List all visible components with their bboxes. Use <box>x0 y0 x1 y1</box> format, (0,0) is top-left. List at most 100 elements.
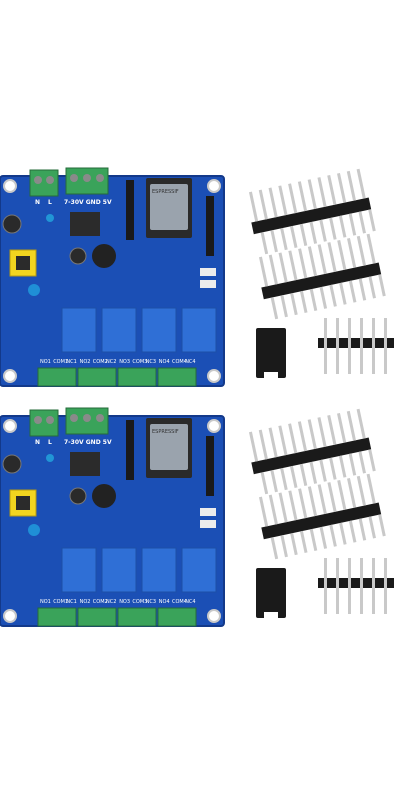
header-pin <box>348 213 357 236</box>
header-pin <box>346 410 356 441</box>
header-pin <box>356 475 366 506</box>
header-pin <box>278 425 288 456</box>
power-label-n: N <box>35 199 40 206</box>
status-led <box>200 268 216 276</box>
header-pin <box>298 248 308 279</box>
board-header-right <box>206 436 214 496</box>
capacitor-blue <box>28 284 40 296</box>
board-header-left <box>126 180 134 240</box>
header-pin <box>358 211 366 234</box>
mount-hole <box>207 419 221 433</box>
header-pin <box>338 455 347 478</box>
header-pin <box>336 318 339 374</box>
mount-hole <box>3 369 17 383</box>
relay-kit-1: N L 7-30V GND 5V ESPRESSIF <box>0 160 400 400</box>
output-label: NO4 <box>159 599 170 605</box>
capacitor-blue <box>28 524 40 536</box>
header-pin <box>348 280 357 303</box>
header-pin <box>348 318 351 374</box>
header-pin <box>309 461 318 484</box>
capacitor <box>69 247 87 265</box>
header-pin <box>348 520 357 543</box>
esp-module: ESPRESSIF <box>146 178 192 238</box>
header-pin <box>290 532 298 556</box>
power-label-l: L <box>48 199 52 206</box>
output-label: NC3 <box>146 599 156 605</box>
regulator-ic <box>70 452 100 476</box>
header-pin <box>280 535 288 558</box>
header-pin <box>280 295 288 318</box>
header-pin <box>309 221 318 244</box>
header-pin <box>307 419 317 450</box>
header-pin <box>290 292 298 316</box>
relay-4 <box>181 547 217 593</box>
output-label: NC4 <box>185 599 195 605</box>
header-pin <box>319 459 327 482</box>
header-pin <box>356 408 366 439</box>
header-pin <box>317 484 327 515</box>
header-pin <box>307 486 318 517</box>
mount-hole <box>3 609 17 623</box>
regulator-ic <box>70 212 100 236</box>
relay-2 <box>101 547 137 593</box>
header-pin <box>327 482 337 513</box>
power-terminal <box>29 169 59 197</box>
output-label: COM4 <box>172 359 187 365</box>
header-pin <box>268 494 278 525</box>
board-header-right <box>206 196 214 256</box>
header-pin <box>309 288 318 311</box>
header-pin <box>270 537 279 560</box>
header-pin <box>372 558 375 614</box>
module-logo: ESPRESSIF <box>152 189 179 195</box>
header-pin <box>329 217 337 240</box>
header-pin <box>337 240 347 271</box>
header-pin <box>360 318 363 374</box>
jumper-cap <box>256 328 286 380</box>
output-label: NC1 <box>66 359 76 365</box>
relay-3 <box>141 307 177 353</box>
header-pin <box>268 427 278 458</box>
header-pin <box>299 223 308 246</box>
header-pin <box>268 254 278 285</box>
header-pin <box>278 185 288 216</box>
relay-kit-2: N L 7-30V GND 5V ESPRESSIF <box>0 400 400 640</box>
header-pin <box>258 496 269 527</box>
header-pin <box>356 235 366 266</box>
double-row-header-1 <box>248 408 376 495</box>
header-pin <box>327 175 337 206</box>
header-pin <box>368 209 376 232</box>
inductor <box>92 244 116 268</box>
transformer-core <box>16 496 30 510</box>
output-label: COM2 <box>93 599 108 605</box>
header-pin <box>356 168 366 199</box>
header-pin <box>319 526 328 549</box>
header-pin <box>347 477 357 508</box>
mount-hole <box>207 369 221 383</box>
single-row-header <box>318 558 394 614</box>
header-pin <box>327 242 337 273</box>
header-pin <box>270 297 279 320</box>
header-pin <box>278 252 288 283</box>
header-pin <box>270 230 278 253</box>
output-label: NC1 <box>66 599 76 605</box>
capacitor-small <box>46 454 54 462</box>
header-pin <box>299 463 308 486</box>
output-label: NO1 <box>40 359 51 365</box>
status-led <box>200 508 216 516</box>
header-pin <box>248 431 259 462</box>
header-pin <box>366 233 376 264</box>
header-pin <box>337 480 347 511</box>
status-led <box>200 520 216 528</box>
header-pin <box>360 558 363 614</box>
power-label-l: L <box>48 439 52 446</box>
capacitor <box>2 214 22 234</box>
capacitor <box>69 487 87 505</box>
header-pin <box>346 170 356 201</box>
output-label: NO1 <box>40 599 51 605</box>
header-pin <box>366 473 376 504</box>
header-pin <box>280 227 288 251</box>
mount-hole <box>3 419 17 433</box>
double-row-header-2 <box>258 233 386 320</box>
output-label: COM3 <box>132 599 147 605</box>
output-terminals <box>37 367 197 387</box>
